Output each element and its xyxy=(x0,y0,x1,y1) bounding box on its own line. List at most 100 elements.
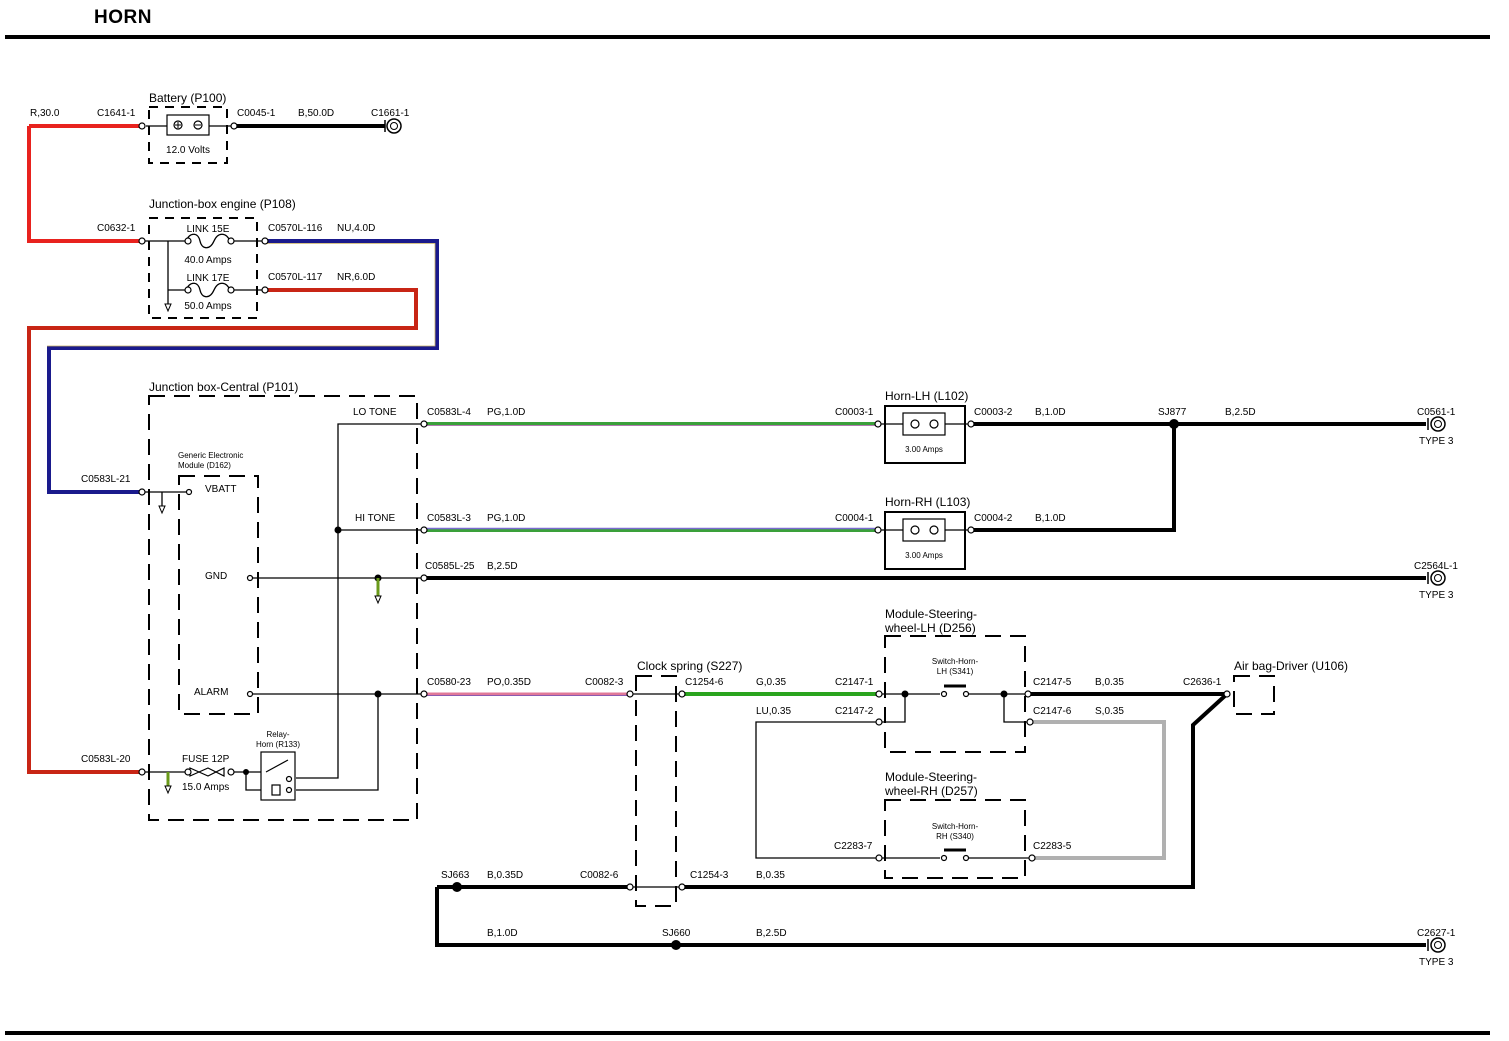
wire-nu4-edge xyxy=(47,243,436,347)
module-steering-lh-outline xyxy=(884,635,1026,753)
conn-c0003-1: C0003-1 xyxy=(835,407,874,418)
page-title: HORN xyxy=(94,7,152,28)
gem-label-line2: Module (D162) xyxy=(178,461,231,470)
horn-rh-label: Horn-RH (L103) xyxy=(885,495,970,509)
wire-label-po: PO,0.35D xyxy=(487,677,531,688)
airbag-label: Air bag-Driver (U106) xyxy=(1234,659,1348,673)
battery-outline xyxy=(148,106,228,164)
conn-c2147-5: C2147-5 xyxy=(1033,677,1072,688)
battery-label: Battery (P100) xyxy=(149,91,226,105)
conn-c0583-4: C0583L-4 xyxy=(427,407,471,418)
wire-b1-bottom[interactable] xyxy=(435,887,1426,947)
wire-label-nr6: NR,6.0D xyxy=(337,272,375,283)
wire-airbag-ground[interactable] xyxy=(685,692,1229,889)
conn-c0632: C0632-1 xyxy=(97,223,136,234)
lh-node-right xyxy=(1000,690,1008,698)
wire-label-r30: R,30.0 xyxy=(30,108,60,119)
conn-c0561-type: TYPE 3 xyxy=(1419,436,1454,447)
hi-tone-label: HI TONE xyxy=(355,513,396,524)
jb-central-label: Junction box-Central (P101) xyxy=(149,380,298,394)
splice-sj663-label: SJ663 xyxy=(441,870,470,881)
conn-c0583-20: C0583L-20 xyxy=(81,754,131,765)
relay-contact-icon xyxy=(265,759,289,773)
fuse-12p-rating: 15.0 Amps xyxy=(182,782,229,793)
wire-nr6[interactable] xyxy=(27,288,418,774)
wire-label-b1-bottom: B,1.0D xyxy=(487,928,518,939)
node-hi-tone xyxy=(334,526,342,534)
wire-label-pg-lo: PG,1.0D xyxy=(487,407,525,418)
wire-lu035[interactable] xyxy=(755,721,879,859)
conn-c2147-2: C2147-2 xyxy=(835,706,874,717)
horn-lh-label: Horn-LH (L102) xyxy=(885,389,968,403)
splice-sj877 xyxy=(1169,419,1179,429)
lh-bridge-left xyxy=(880,694,906,723)
splice-sj660-label: SJ660 xyxy=(662,928,691,939)
switch-lh-label-line1: Switch-Horn- xyxy=(932,657,979,666)
link-15e-fuse-icon xyxy=(185,233,231,249)
horn-rh-body xyxy=(902,518,946,542)
conn-c0003-2: C0003-2 xyxy=(974,407,1013,418)
lh-bridge-right xyxy=(1003,694,1027,723)
horn-lh-terminal-icon xyxy=(910,419,920,429)
conn-c0570-116: C0570L-116 xyxy=(268,223,323,234)
lo-tone-feed xyxy=(296,423,424,779)
gem-gnd: GND xyxy=(205,571,227,582)
splice-sj660 xyxy=(671,940,681,950)
module-rh-label-line2: wheel-RH (D257) xyxy=(884,784,978,798)
conn-c2147-1: C2147-1 xyxy=(835,677,874,688)
link15e-rating: 40.0 Amps xyxy=(184,255,231,266)
conn-c1254-6: C1254-6 xyxy=(685,677,724,688)
conn-c2564: C2564L-1 xyxy=(1414,561,1458,572)
conn-c0583-3: C0583L-3 xyxy=(427,513,471,524)
conn-c0082-6: C0082-6 xyxy=(580,870,619,881)
switch-rh-label-line1: Switch-Horn- xyxy=(932,822,979,831)
jb-engine-outline xyxy=(148,217,258,319)
wire-label-b25-horn: B,2.5D xyxy=(1225,407,1256,418)
conn-c0585-25: C0585L-25 xyxy=(425,561,475,572)
horn-lh-outline xyxy=(884,405,966,464)
relay-label-line1: Relay- xyxy=(266,730,289,739)
battery-voltage: 12.0 Volts xyxy=(166,145,210,156)
module-rh-label-line1: Module-Steering- xyxy=(885,770,977,784)
relay-coil-feed xyxy=(296,694,379,791)
clock-spring-outline xyxy=(635,675,677,907)
wire-b1-rh[interactable] xyxy=(972,424,1176,532)
conn-c1661: C1661-1 xyxy=(371,108,410,119)
conn-c0583-21: C0583L-21 xyxy=(81,474,131,485)
gem-vbatt: VBATT xyxy=(205,484,236,495)
conn-c2564-type: TYPE 3 xyxy=(1419,590,1454,601)
wire-r30[interactable] xyxy=(27,126,143,243)
battery-body xyxy=(166,114,210,136)
conn-c1254-3: C1254-3 xyxy=(690,870,729,881)
conn-c1641: C1641-1 xyxy=(97,108,136,119)
airbag-outline xyxy=(1233,675,1275,715)
gem-outline xyxy=(178,475,259,715)
relay-label-line2: Horn (R133) xyxy=(256,740,300,749)
lo-tone-label: LO TONE xyxy=(353,407,397,418)
wire-label-b035-ground: B,0.35 xyxy=(756,870,785,881)
wire-label-nu4: NU,4.0D xyxy=(337,223,375,234)
horn-lh-body xyxy=(902,412,946,436)
switch-lh-label-line2: LH (S341) xyxy=(937,667,974,676)
link17e-label: LINK 17E xyxy=(187,273,230,284)
horn-rh-terminal-icon xyxy=(910,525,920,535)
gem-label-line1: Generic Electronic xyxy=(178,451,243,460)
fuse-12p-label: FUSE 12P xyxy=(182,754,230,765)
wire-label-b25-gnd: B,2.5D xyxy=(487,561,518,572)
link15e-label: LINK 15E xyxy=(187,224,230,235)
splice-sj663 xyxy=(452,882,462,892)
wire-label-lu035: LU,0.35 xyxy=(756,706,791,717)
wire-label-b1-rh: B,1.0D xyxy=(1035,513,1066,524)
gem-alarm: ALARM xyxy=(194,687,228,698)
wire-nu4[interactable] xyxy=(47,239,439,494)
link-17e-fuse-icon xyxy=(185,282,231,298)
wire-s035[interactable] xyxy=(1030,720,1166,860)
splice-sj877-label: SJ877 xyxy=(1158,407,1187,418)
jb-central-outline xyxy=(148,395,418,821)
horn-lh-rating: 3.00 Amps xyxy=(905,445,943,454)
wire-label-b035d: B,0.35D xyxy=(487,870,523,881)
conn-c0082-3: C0082-3 xyxy=(585,677,624,688)
wire-label-g035: G,0.35 xyxy=(756,677,786,688)
switch-rh-label-line2: RH (S340) xyxy=(936,832,974,841)
